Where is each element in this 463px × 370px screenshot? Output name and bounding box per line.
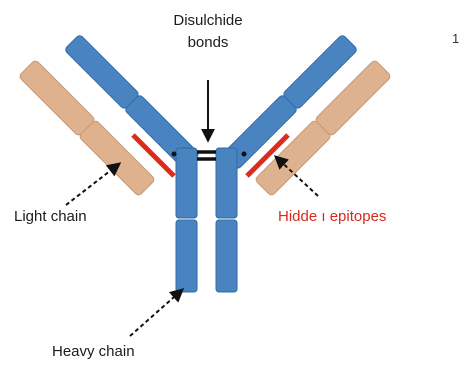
disulphide-label-line2: bonds [160,34,256,52]
disulphide-bonds-label: Disulchide bonds [160,12,256,52]
heavy-chain-stem [176,148,237,292]
arrow-heavy-chain [130,290,182,336]
hidden-epitopes-label: Hidde ı epitopes [278,208,386,226]
heavy-chain-label: Heavy chain [52,343,135,361]
disulphide-label-line1: Disulchide [160,12,256,30]
arrow-light-chain [66,164,119,205]
corner-mark: 1 [452,30,459,48]
light-chain-left [18,59,155,196]
light-chain-label: Light chain [14,208,87,226]
